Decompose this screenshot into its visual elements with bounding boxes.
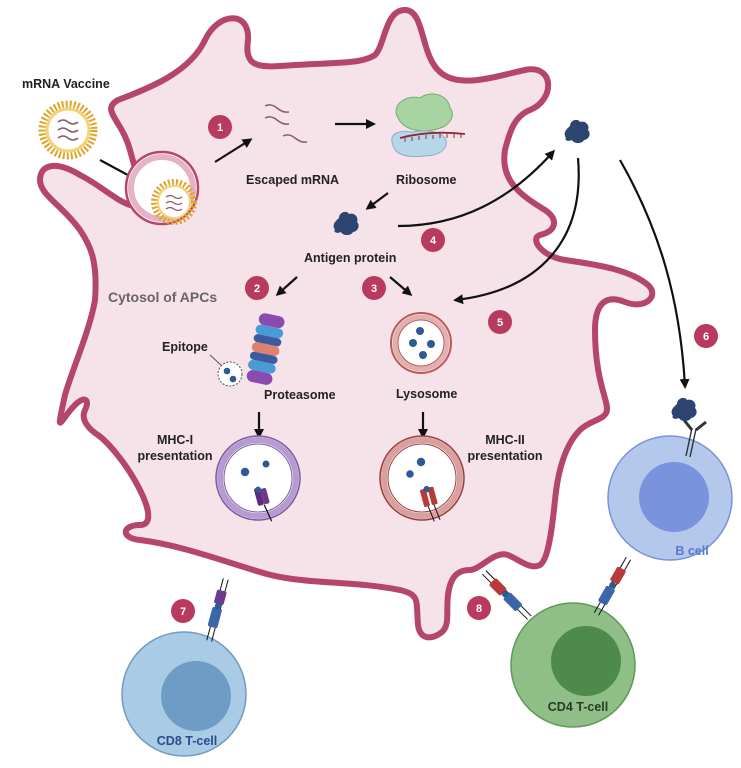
proteasome-icon (246, 313, 285, 385)
cd4-tcr-mhc2-complex-bcell (593, 557, 632, 616)
lipid-nanoparticle-icon (38, 100, 98, 160)
arrow-ribosome-to-antigen (365, 192, 389, 210)
cd8-t-cell: CD8 T-cell (121, 631, 247, 757)
apc-cell-membrane (37, 7, 656, 641)
step-badge-1: 1 (208, 115, 232, 139)
epitope-label: Epitope (162, 340, 208, 354)
mhc1-label-line1: MHC-I (157, 433, 193, 447)
arrow-antigen-to-exterior (397, 149, 556, 228)
cytosol-label: Cytosol of APCs (108, 289, 217, 305)
b-cell-receptor-icon (671, 397, 707, 458)
mhc1-vesicle-icon (215, 435, 301, 522)
escaped-mrna-label: Escaped mRNA (246, 173, 339, 187)
antigen-protein-label: Antigen protein (304, 251, 396, 265)
arrow-exterior-to-lysosome (453, 157, 580, 305)
epitope-pointer (209, 354, 223, 367)
lysosome-icon (390, 312, 452, 374)
cd8-tcr-mhc1-complex (206, 578, 229, 642)
mhc2-label-line2: presentation (467, 449, 542, 463)
epitope-icon (217, 361, 243, 387)
svg-text:4: 4 (430, 235, 437, 247)
arrow-endosome-to-mrna (214, 138, 253, 163)
b-cell-label: B cell (675, 544, 708, 558)
lysosome-label: Lysosome (396, 387, 457, 401)
step-badge-4: 4 (421, 228, 445, 252)
svg-text:5: 5 (497, 317, 503, 329)
arrow-antigen-to-lysosome (389, 276, 413, 296)
arrow-exterior-to-bcell (619, 159, 690, 389)
mrna-vaccine-label: mRNA Vaccine (22, 77, 110, 91)
svg-text:2: 2 (254, 283, 260, 295)
step-badge-6: 6 (694, 324, 718, 348)
step-badge-5: 5 (488, 310, 512, 334)
cd4-t-cell: CD4 T-cell (510, 602, 636, 728)
svg-text:8: 8 (476, 603, 482, 615)
cd4-tcr-mhc2-complex-apc (482, 570, 532, 620)
mhc2-label-line1: MHC-II (485, 433, 525, 447)
arrow-antigen-to-proteasome (275, 276, 298, 297)
exterior-antigen-icon (564, 119, 590, 143)
step-badge-2: 2 (245, 276, 269, 300)
endosome-icon (124, 150, 200, 226)
step-badge-8: 8 (467, 596, 491, 620)
mhc1-label-line2: presentation (137, 449, 212, 463)
svg-text:7: 7 (180, 606, 186, 618)
proteasome-label: Proteasome (264, 388, 336, 402)
svg-text:6: 6 (703, 331, 709, 343)
cd8-t-cell-label: CD8 T-cell (157, 734, 217, 748)
escaped-mrna-icon (264, 104, 308, 143)
antigen-protein-icon (333, 211, 359, 235)
cd4-t-cell-label: CD4 T-cell (548, 700, 608, 714)
step-badge-3: 3 (362, 276, 386, 300)
step-badge-7: 7 (171, 599, 195, 623)
ribosome-icon (391, 93, 466, 158)
svg-text:1: 1 (217, 122, 223, 134)
ribosome-label: Ribosome (396, 173, 456, 187)
svg-text:3: 3 (371, 283, 377, 295)
b-cell: B cell (607, 435, 733, 561)
mhc2-vesicle-icon (379, 435, 465, 522)
